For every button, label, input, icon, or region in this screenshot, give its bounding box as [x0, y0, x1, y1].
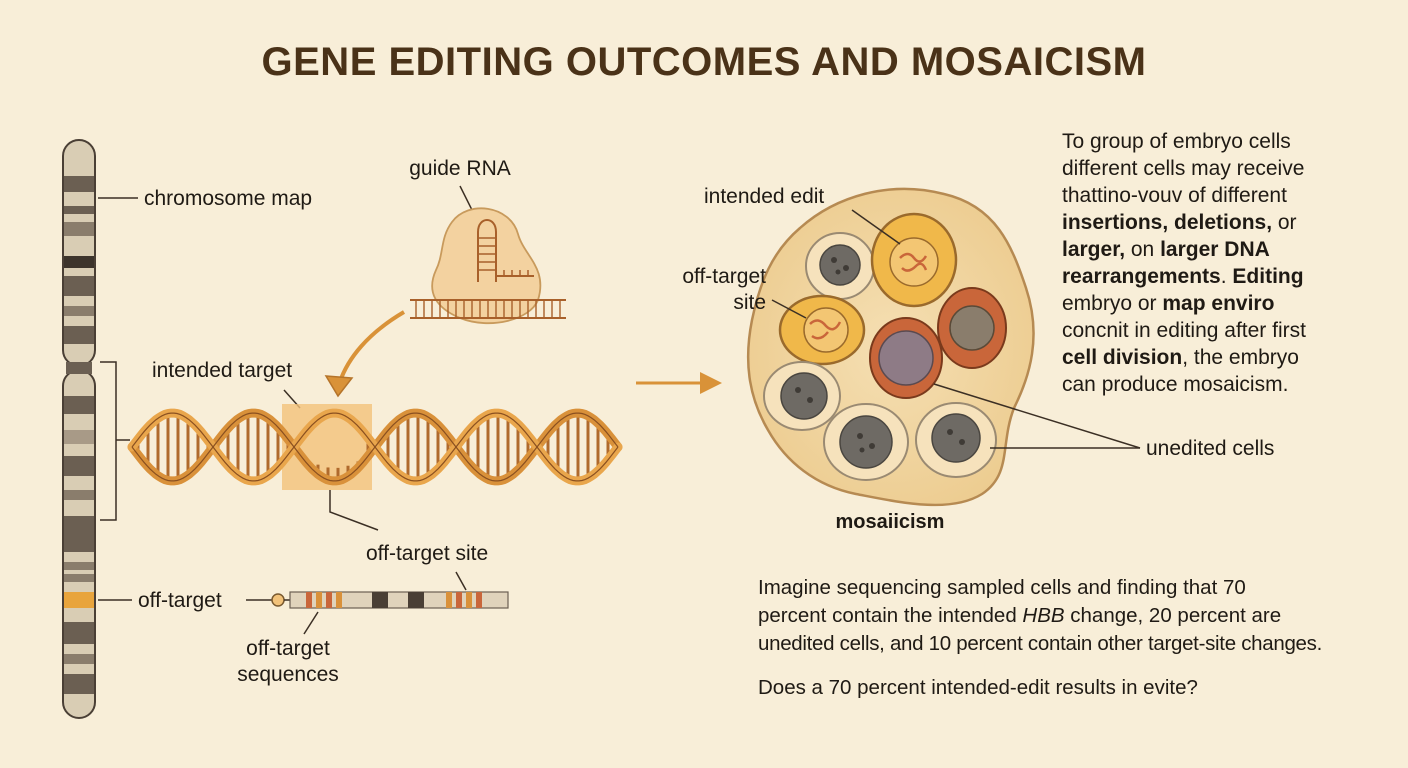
guide-rna-label: guide RNA [409, 157, 511, 180]
explanation-line: rearrangements. Editing [1062, 265, 1304, 288]
off-target-sequences-label-2: sequences [237, 663, 339, 686]
off-target-sequence-strip [289, 591, 509, 609]
guide-rna-complex [410, 207, 566, 325]
process-arrowhead [700, 372, 722, 394]
unedited-cell-4 [915, 402, 997, 478]
page-title: GENE EDITING OUTCOMES AND MOSAICISM [261, 40, 1147, 84]
off-target-sequences-leader [303, 611, 319, 635]
scenario-line: Imagine sequencing sampled cells and fin… [758, 576, 1246, 599]
off-target-label: off-target [138, 589, 222, 612]
explanation-line: larger, on larger DNA [1062, 238, 1270, 261]
explanation-line: thattino-vouv of different [1062, 184, 1287, 207]
explanation-line: embryo or map enviro [1062, 292, 1275, 315]
off-target-dot [271, 593, 285, 607]
unedited-cells-label: unedited cells [1146, 437, 1274, 460]
intended-edit-leader [851, 209, 901, 245]
chromosome-map-label: chromosome map [144, 187, 312, 210]
guide-rna-target-rungs [415, 300, 561, 318]
offtarget-cell-center [869, 317, 943, 399]
chromosome [62, 139, 96, 719]
region-bracket [100, 361, 117, 521]
off-target-sequences-label-1: off-target [246, 637, 330, 660]
off-target-cell-label-2: site [733, 291, 766, 314]
explanation-line: To group of embryo cells [1062, 130, 1291, 153]
explanation-text: To group of embryo cells different cells… [1062, 128, 1402, 398]
unedited-cell-2 [763, 361, 841, 431]
question-text: Does a 70 percent intended-edit results … [758, 676, 1198, 699]
unedited-cell-1 [805, 232, 875, 300]
unedited-cell-3 [823, 403, 909, 481]
explanation-line: cell division, the embryo [1062, 346, 1299, 369]
guide-rna-stem-rungs [478, 237, 496, 271]
intended-edit-label: intended edit [704, 185, 824, 208]
off-target-site-leader [455, 571, 467, 591]
dna-off-target-leader [329, 490, 379, 531]
off-target-cell-leader [771, 299, 807, 319]
explanation-line: insertions, deletions, or [1062, 211, 1297, 234]
guide-to-target-arrowhead [324, 375, 354, 398]
mosaicism-label: mosaiicism [836, 511, 945, 533]
edited-cell-left [778, 294, 866, 366]
off-target-site-label: off-target site [366, 542, 488, 565]
edited-cell-large [870, 212, 958, 308]
unedited-leader-1 [933, 383, 1141, 449]
scenario-line: percent contain the intended HBB change,… [758, 604, 1282, 627]
scenario-text: Imagine sequencing sampled cells and fin… [758, 574, 1398, 658]
explanation-line: concnit in editing after first [1062, 319, 1306, 342]
dna-helix [127, 404, 623, 490]
guide-to-target-arrow [336, 310, 406, 389]
off-target-cell-label-1: off-target [682, 265, 766, 288]
offtarget-cell-right [937, 287, 1007, 369]
intended-target-label: intended target [152, 359, 292, 382]
explanation-line: different cells may receive [1062, 157, 1305, 180]
explanation-line: can produce mosaicism. [1062, 373, 1289, 396]
scenario-line: unedited cells, and 10 percent contain o… [758, 632, 1322, 655]
